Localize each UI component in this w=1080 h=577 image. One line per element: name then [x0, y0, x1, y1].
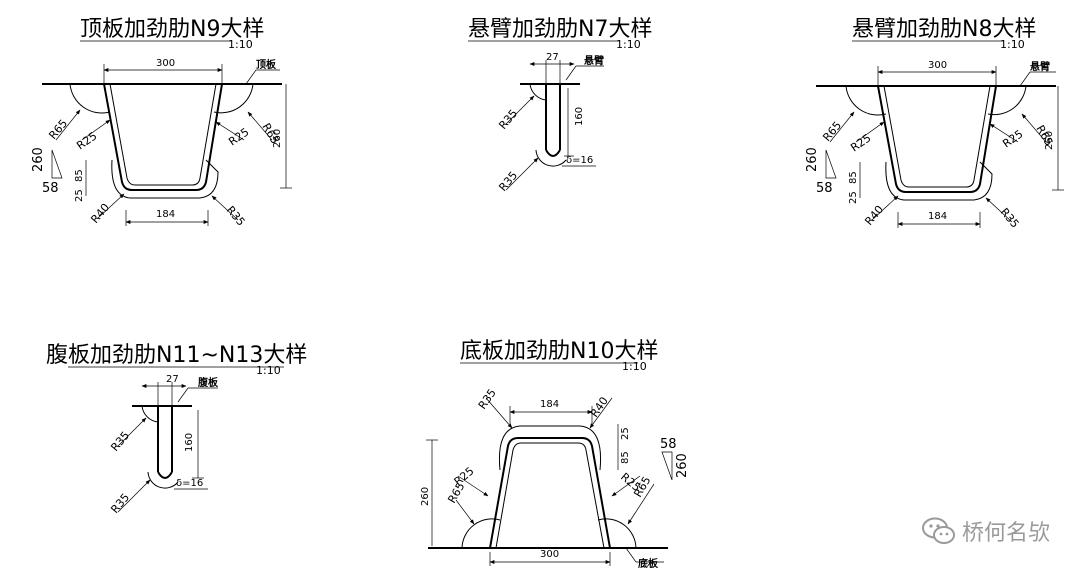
dim-width: 27	[546, 52, 559, 63]
plate-label: 悬臂	[583, 54, 604, 67]
wechat-icon	[921, 517, 955, 544]
radius-r35: R35	[224, 204, 248, 229]
dim-thickness: δ=16	[176, 478, 203, 489]
radius-bottom: R35	[496, 169, 520, 194]
stiffener-tip	[157, 471, 173, 479]
detail-n8-scale: 1:10	[1000, 38, 1025, 51]
detail-n8-title: 悬臂加劲肋N8大样	[852, 17, 1036, 42]
slope-a: 260	[675, 453, 690, 478]
radius-r25-left: R25	[74, 129, 99, 152]
plate-label: 腹板	[198, 376, 219, 389]
detail-n10: 底板加劲肋N10大样 1:10 184 300 260 25 85 58 260…	[420, 339, 690, 570]
dim-bottom-width: 184	[156, 209, 175, 220]
rib-stiffener	[111, 159, 219, 199]
slope-a: 260	[805, 147, 820, 172]
u-rib-inner	[495, 442, 605, 549]
u-rib-inner	[109, 83, 217, 186]
radius-r25-right: R25	[1000, 127, 1025, 150]
radius-r35: R35	[998, 206, 1022, 231]
dim-height: 260	[420, 487, 431, 506]
detail-n8: 悬臂加劲肋N8大样 1:10 300 184 260 85 25 260 58 …	[805, 17, 1064, 231]
u-rib-outer	[489, 437, 611, 549]
detail-n7: 悬臂加劲肋N7大样 1:10 27 160 δ=16 R35 R35 悬臂	[468, 17, 652, 194]
rib-stiffener	[498, 425, 602, 471]
slope-a: 260	[31, 147, 46, 172]
radius-r35: R35	[476, 387, 499, 412]
stiffener-sides	[157, 406, 173, 472]
dim-height: 260	[1044, 131, 1055, 150]
dim-bottom-width: 184	[928, 211, 947, 222]
weld-arc-left	[845, 85, 887, 116]
slope-triangle	[51, 149, 63, 179]
u-rib-inner	[883, 85, 991, 188]
u-rib-outer	[877, 85, 997, 193]
slope-b: 58	[816, 181, 833, 196]
dim-top-width: 300	[156, 58, 175, 69]
plate-label: 悬臂	[1029, 60, 1050, 73]
dim-h85: 85	[620, 451, 631, 464]
weld-arc-right	[213, 83, 254, 114]
detail-n11: 腹板加劲肋N11~N13大样 1:10 27 160 δ=16 R35 R35 …	[46, 343, 307, 516]
radius-r40: R40	[88, 201, 112, 226]
radius-r40: R40	[588, 395, 611, 420]
dim-h85: 85	[74, 169, 85, 182]
stiffener-sides	[545, 84, 561, 150]
detail-n11-scale: 1:10	[256, 364, 281, 377]
u-rib-outer	[103, 83, 223, 191]
radius-bottom: R35	[108, 491, 132, 516]
dim-h25: 25	[848, 191, 859, 204]
radius-r65-left: R65	[820, 119, 844, 144]
slope-triangle	[661, 451, 673, 481]
detail-n11-title: 腹板加劲肋N11~N13大样	[46, 343, 307, 368]
weld-arc-top	[141, 405, 159, 423]
dim-h25: 25	[620, 427, 631, 440]
dim-h25: 25	[74, 189, 85, 202]
plate-label-top: 顶板	[256, 58, 277, 71]
dim-height: 160	[184, 433, 195, 452]
weld-arc-left	[461, 518, 501, 549]
radius-r65-left: R65	[46, 117, 70, 142]
weld-arc-bottom	[147, 471, 179, 489]
dim-width: 27	[166, 374, 179, 385]
radius-r40: R40	[862, 203, 886, 228]
slope-triangle	[825, 149, 837, 179]
slope-b: 58	[660, 437, 677, 452]
weld-arc-bottom	[535, 149, 567, 167]
weld-arc-top	[529, 83, 547, 101]
stiffener-tip	[545, 149, 561, 157]
detail-n7-scale: 1:10	[616, 38, 641, 51]
dim-thickness: δ=16	[566, 155, 593, 166]
detail-n9: 顶板加劲肋N9大样 1:10 300 184 260 85 25 260 58	[31, 17, 292, 229]
watermark-text: 桥何名欤	[961, 521, 1050, 546]
dim-top-width: 300	[928, 60, 947, 71]
detail-n9-scale: 1:10	[228, 38, 253, 51]
slope-b: 58	[42, 181, 59, 196]
detail-n10-title: 底板加劲肋N10大样	[460, 339, 658, 364]
weld-arc-right	[987, 85, 1027, 116]
radius-top: R35	[108, 429, 132, 454]
radius-r25-left: R25	[848, 131, 873, 154]
radius-r25-right: R25	[226, 125, 251, 148]
dim-height: 260	[272, 129, 283, 148]
weld-arc-left	[69, 83, 111, 114]
detail-n9-title: 顶板加劲肋N9大样	[80, 17, 264, 42]
rib-stiffener	[885, 161, 993, 201]
dim-top-width: 184	[540, 399, 559, 410]
dim-h85: 85	[848, 171, 859, 184]
dim-bottom-width: 300	[540, 549, 559, 560]
radius-top: R35	[496, 107, 520, 132]
dim-height: 160	[574, 107, 585, 126]
detail-n7-title: 悬臂加劲肋N7大样	[468, 17, 652, 42]
watermark: 桥何名欤	[921, 515, 1050, 547]
plate-label: 底板	[638, 557, 659, 570]
detail-n10-scale: 1:10	[622, 360, 647, 373]
